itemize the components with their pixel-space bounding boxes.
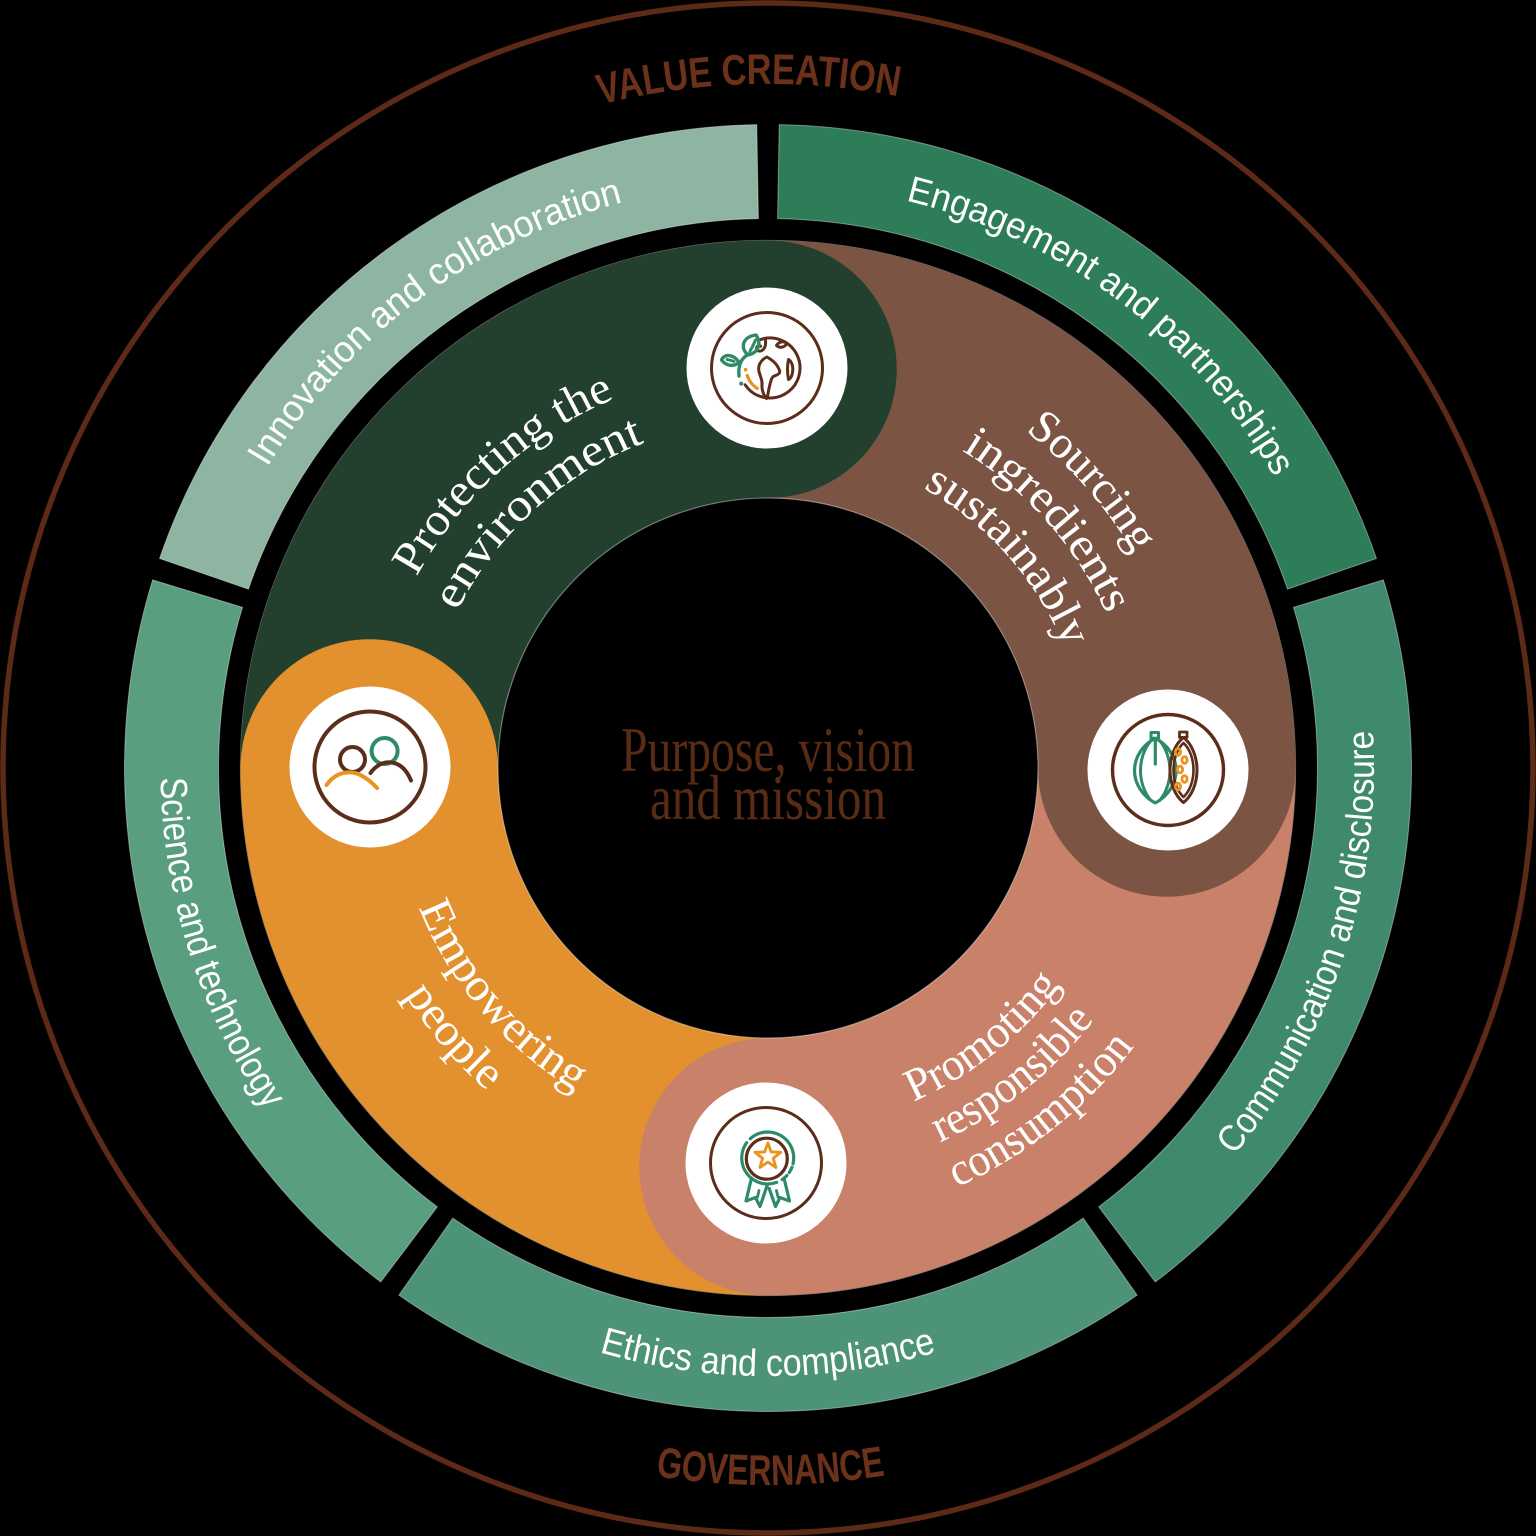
svg-text:and mission: and mission [650, 763, 886, 833]
svg-text:Purpose, vision: Purpose, vision [621, 715, 915, 785]
svg-text:GOVERNANCE: GOVERNANCE [654, 1438, 887, 1495]
